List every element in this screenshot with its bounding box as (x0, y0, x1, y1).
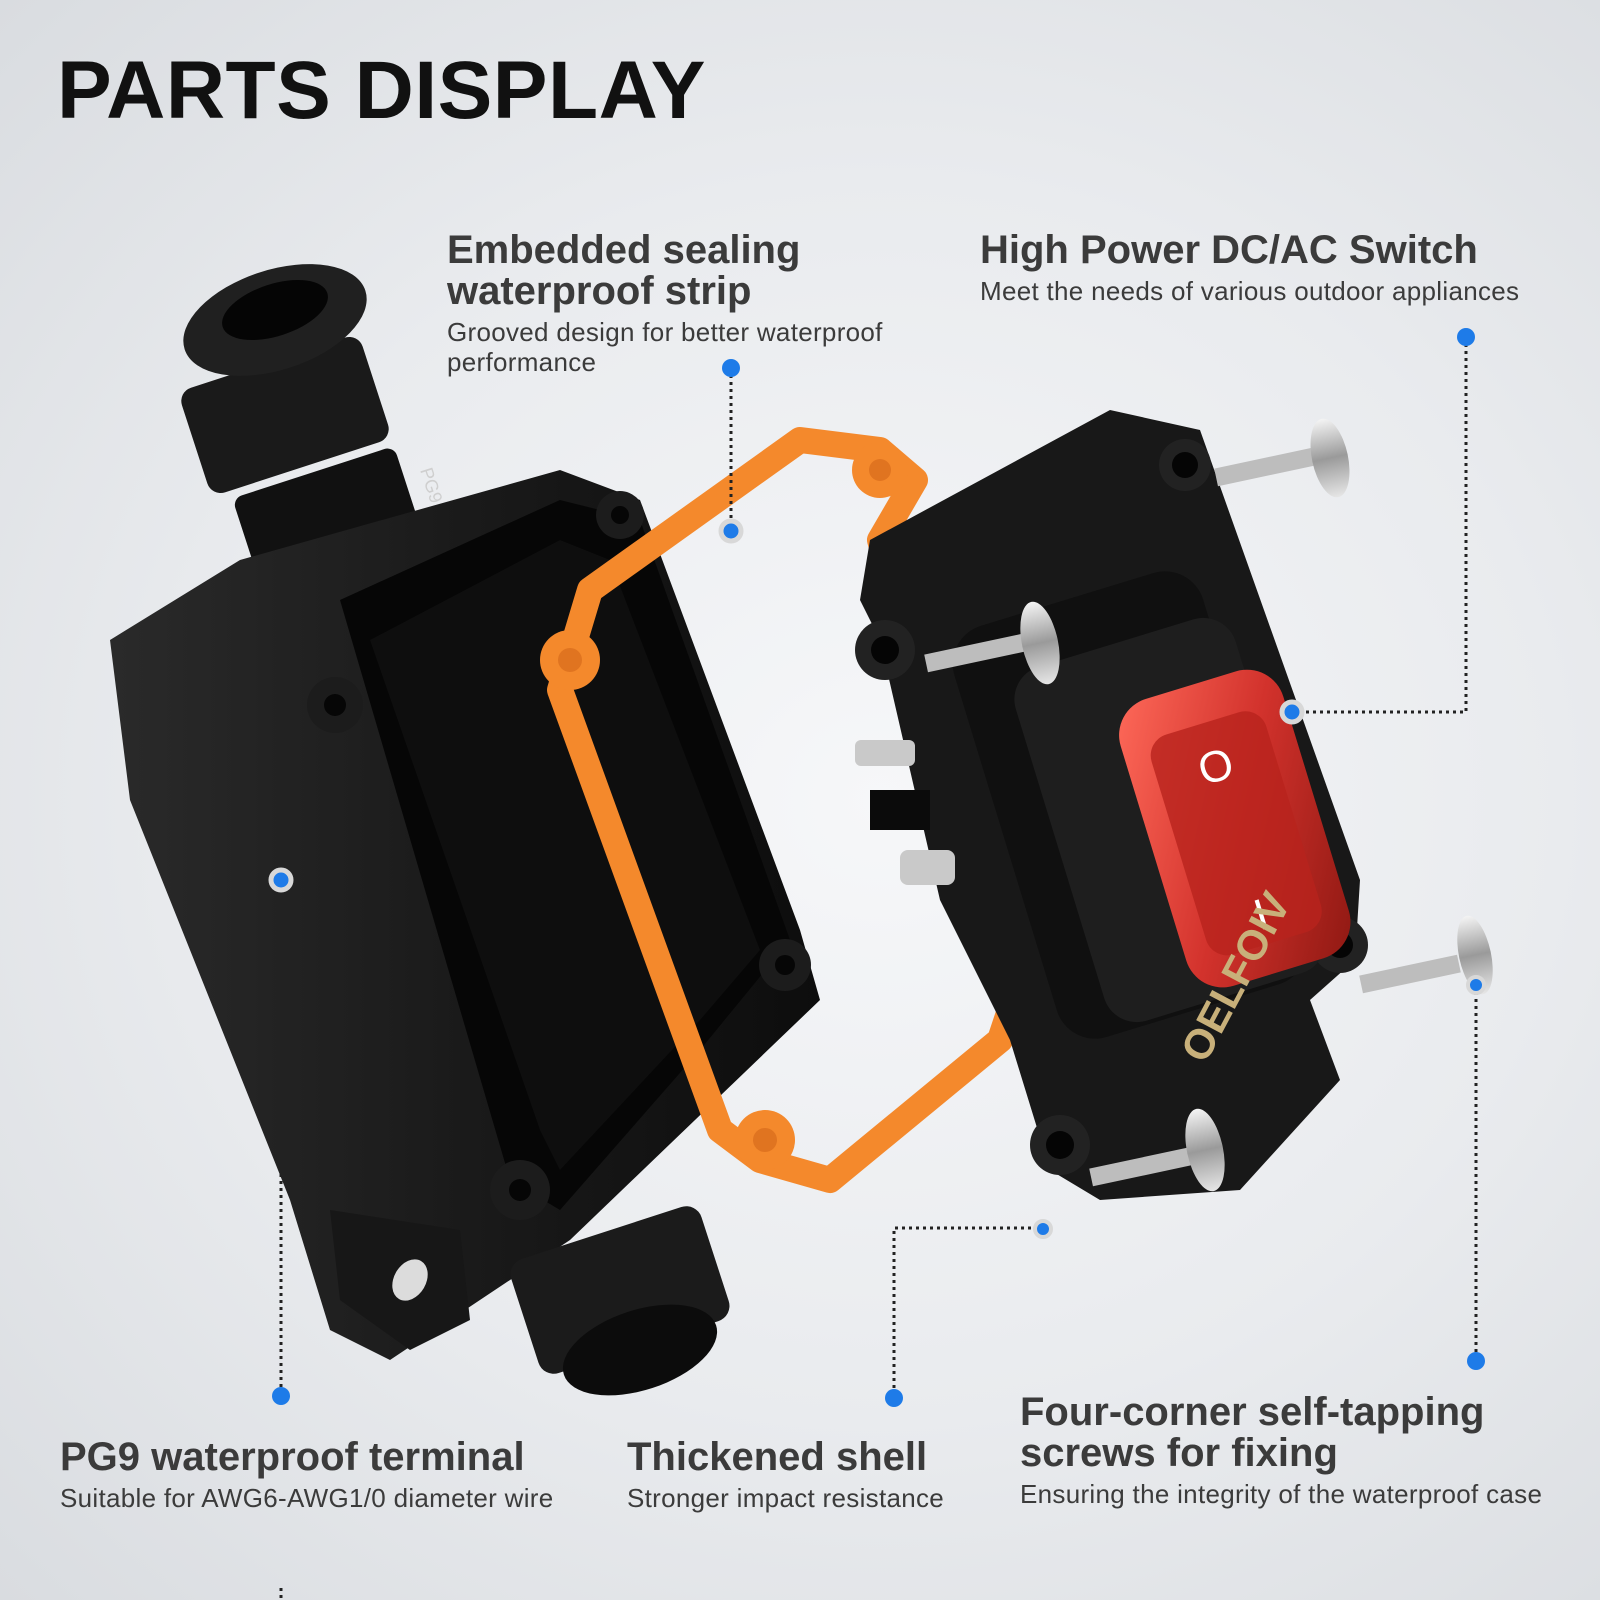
screws (924, 418, 1493, 1192)
dot-sealing-end (718, 518, 744, 544)
screw-bottom (1089, 1108, 1225, 1192)
dot-switch-end (1279, 699, 1305, 725)
callout-screws-title-line-1: Four-corner self-tapping (1020, 1390, 1485, 1434)
dot-shell-end (1033, 1219, 1053, 1239)
callout-screws-desc: Ensuring the integrity of the waterproof… (1020, 1479, 1543, 1509)
callout-switch-title: High Power DC/AC Switch (980, 228, 1478, 272)
callout-screws-title-line-2: screws for fixing (1020, 1431, 1338, 1475)
callout-screws: Four-corner self-tapping screws for fixi… (1020, 1392, 1595, 1510)
rocker-switch: O I (1119, 669, 1351, 988)
dot-sealing-top (722, 359, 740, 377)
callout-shell-title: Thickened shell (627, 1435, 928, 1479)
leader-switch (1290, 337, 1468, 714)
screw-mid-left (924, 601, 1060, 685)
callout-shell: Thickened shell Stronger impact resistan… (627, 1435, 987, 1514)
callout-switch: High Power DC/AC Switch Meet the needs o… (980, 228, 1580, 307)
dot-screws-bottom (1467, 1352, 1485, 1370)
callout-terminal: PG9 waterproof terminal Suitable for AWG… (60, 1435, 620, 1514)
leader-shell (892, 1226, 1042, 1395)
callout-switch-desc: Meet the needs of various outdoor applia… (980, 276, 1520, 306)
gland-label: PG9 (416, 465, 446, 505)
dot-terminal-bottom (272, 1387, 290, 1405)
housing-shell (110, 470, 820, 1360)
dot-switch-top (1457, 328, 1475, 346)
callout-sealing-strip: Embedded sealing waterproof strip Groove… (447, 230, 957, 378)
dot-screws-top (1466, 975, 1486, 995)
callout-sealing-strip-title: Embedded sealing waterproof strip (447, 230, 957, 312)
callout-terminal-desc: Suitable for AWG6-AWG1/0 diameter wire (60, 1483, 554, 1513)
screw-mid-right (1359, 915, 1493, 995)
switch-cover: O I OELFOIV (855, 410, 1368, 1200)
page-title: PARTS DISPLAY (57, 45, 706, 136)
dot-terminal-top (268, 867, 294, 893)
callout-shell-desc: Stronger impact resistance (627, 1483, 945, 1513)
leader-lines (279, 337, 1478, 1600)
callout-sealing-strip-desc: Grooved design for better waterproof per… (447, 317, 883, 377)
screw-top-right (1214, 418, 1350, 498)
callout-sealing-strip-title-line-1: Embedded sealing (447, 228, 801, 272)
callout-sealing-strip-title-line-2: waterproof strip (447, 269, 752, 313)
dot-shell-bottom (885, 1389, 903, 1407)
callout-terminal-title: PG9 waterproof terminal (60, 1435, 525, 1479)
pointer-dots (268, 328, 1486, 1407)
cable-gland-bottom (510, 1206, 730, 1396)
callout-screws-title: Four-corner self-tapping screws for fixi… (1020, 1392, 1595, 1474)
